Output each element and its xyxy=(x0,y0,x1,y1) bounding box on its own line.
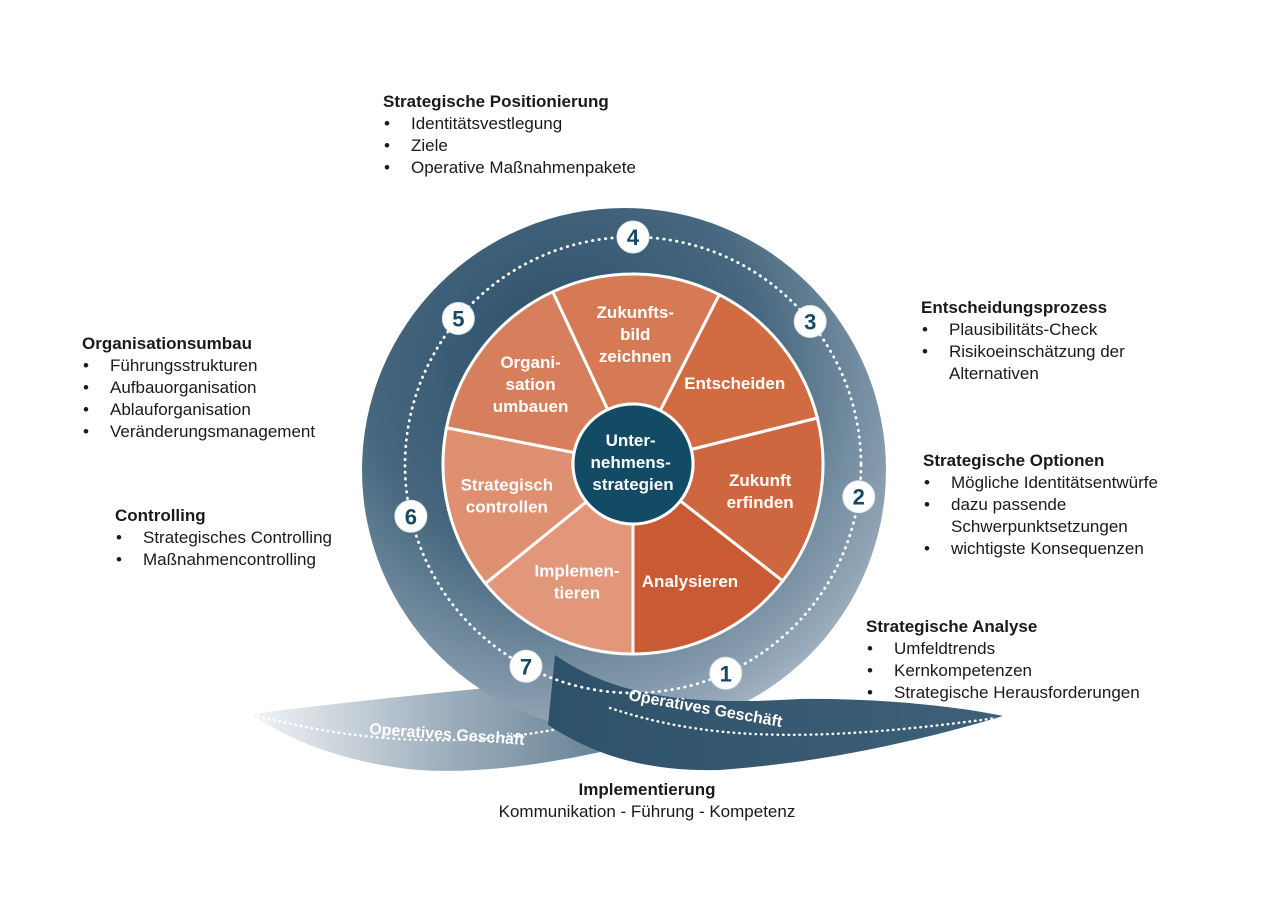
block-title: Strategische Optionen xyxy=(923,451,1105,470)
list-item: Maßnahmencontrolling xyxy=(115,549,332,571)
list-item: Führungsstrukturen xyxy=(82,355,315,377)
segment-label-4: Implemen-tieren xyxy=(535,561,620,602)
block-organisation: Organisationsumbau Führungsstrukturen Au… xyxy=(82,333,315,443)
step-number: 6 xyxy=(405,504,417,529)
step-badges: 1 2 3 4 5 6 7 xyxy=(394,220,876,690)
list-item: Kernkompetenzen xyxy=(866,660,1140,682)
block-title: Strategische Positionierung xyxy=(383,92,609,111)
step-number: 7 xyxy=(520,654,532,679)
segment-label-line: erfinden xyxy=(727,493,794,512)
right-ribbon xyxy=(548,655,1003,771)
block-title: Strategische Analyse xyxy=(866,617,1038,636)
step-badge-7 xyxy=(509,649,543,683)
segment-label-line: sation xyxy=(506,375,556,394)
segment-label-line: Organi- xyxy=(500,353,560,372)
block-positionierung: Strategische Positionierung Identitätsve… xyxy=(383,91,636,179)
block-analyse: Strategische Analyse Umfeldtrends Kernko… xyxy=(866,616,1140,704)
step-badge-5 xyxy=(441,301,475,335)
step-number: 4 xyxy=(627,225,640,250)
segment-label-6: Organi-sation umbauen xyxy=(493,353,569,416)
segment-label-line: tieren xyxy=(554,583,600,602)
segment-label-line: Analysieren xyxy=(642,572,738,591)
segment-label-line: controllen xyxy=(466,497,548,516)
block-optionen: Strategische Optionen Mögliche Identität… xyxy=(923,450,1188,560)
step-number: 1 xyxy=(720,661,732,686)
step-badge-4 xyxy=(616,220,650,254)
step-badge-6 xyxy=(394,499,428,533)
list-item: Risikoeinschätzung der Alternativen xyxy=(921,341,1181,385)
block-title: Organisationsumbau xyxy=(82,334,253,353)
block-controlling: Controlling Strategisches Controlling Ma… xyxy=(115,505,332,571)
block-title: Entscheidungsprozess xyxy=(921,298,1108,317)
list-item: Aufbauorganisation xyxy=(82,377,315,399)
block-entscheidung: Entscheidungsprozess Plausibilitäts-Chec… xyxy=(921,297,1181,385)
list-item: Strategisches Controlling xyxy=(115,527,332,549)
center-label: Unter- nehmens- strategien xyxy=(590,431,675,494)
segment-label-5: Strategisch controllen xyxy=(461,475,554,516)
block-title: Implementierung xyxy=(578,780,716,799)
segment-label-line: Entscheiden xyxy=(684,374,785,393)
segment-label-line: Implemen- xyxy=(535,561,620,580)
step-number: 5 xyxy=(452,306,464,331)
list-item: Plausibilitäts-Check xyxy=(921,319,1181,341)
segment-label-line: Zukunfts- xyxy=(597,303,674,322)
list-item: Veränderungsmanagement xyxy=(82,421,315,443)
segment-label-line: bild xyxy=(620,325,650,344)
right-ribbon-dots xyxy=(608,706,998,737)
step-badge-2 xyxy=(842,480,876,514)
step-number: 3 xyxy=(804,310,816,335)
segment-label-0: Zukunfts-bild zeichnen xyxy=(597,303,674,366)
list-item: Strategische Herausforderungen xyxy=(866,682,1140,704)
step-badge-1 xyxy=(709,656,743,690)
block-implementierung: Implementierung Kommunikation - Führung … xyxy=(447,779,847,823)
segment-label-line: umbauen xyxy=(493,397,569,416)
step-number: 2 xyxy=(853,485,865,510)
block-subtitle: Kommunikation - Führung - Kompetenz xyxy=(498,802,796,821)
list-item: wichtigste Konsequenzen xyxy=(923,538,1188,560)
segment-label-2: Zukunft erfinden xyxy=(727,471,794,512)
block-title: Controlling xyxy=(115,506,206,525)
segment-label-line: zeichnen xyxy=(599,347,672,366)
segment-label-line: Strategisch xyxy=(461,475,554,494)
segment-label-line: Zukunft xyxy=(729,471,792,490)
list-item: Ziele xyxy=(383,135,636,157)
step-badge-3 xyxy=(793,305,827,339)
segment-label-1: Entscheiden xyxy=(684,374,785,393)
list-item: Mögliche Identitätsentwürfe xyxy=(923,472,1188,494)
list-item: Umfeldtrends xyxy=(866,638,1140,660)
list-item: dazu passende Schwerpunktsetzungen xyxy=(923,494,1188,538)
list-item: Identitätsvestlegung xyxy=(383,113,636,135)
center-circle xyxy=(571,402,695,526)
segment-label-3: Analysieren xyxy=(642,572,738,591)
list-item: Ablauforganisation xyxy=(82,399,315,421)
list-item: Operative Maßnahmenpakete xyxy=(383,157,636,179)
